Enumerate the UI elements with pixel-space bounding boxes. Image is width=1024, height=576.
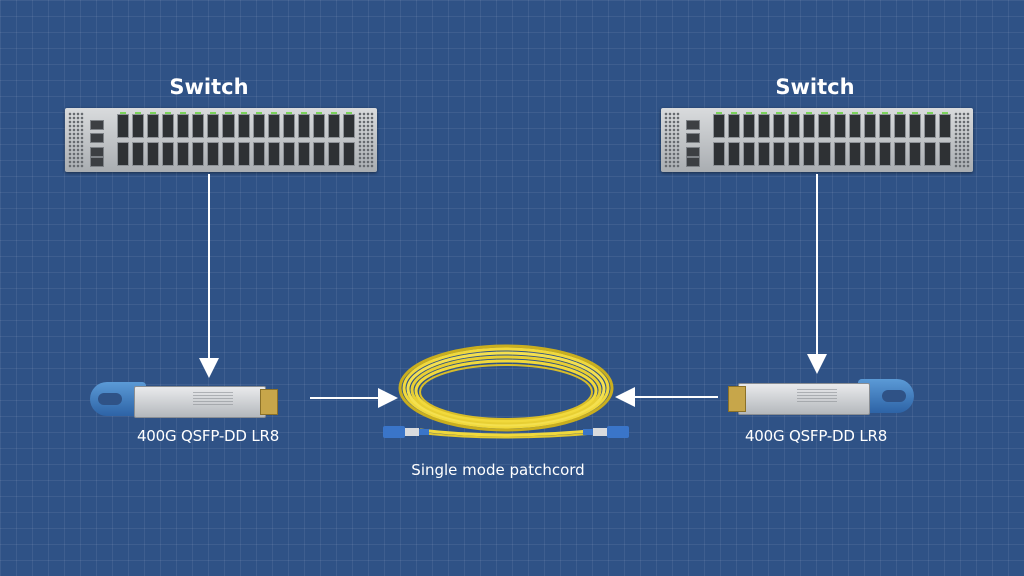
lc-connector-right [583, 426, 629, 438]
switch-port [938, 112, 951, 138]
vent-grille [664, 112, 680, 168]
switch-port [878, 112, 891, 138]
switch-port [327, 112, 340, 138]
port-row-top [713, 112, 951, 138]
switch-port [297, 112, 310, 138]
switch-port [743, 112, 756, 138]
port-row-bottom [713, 142, 951, 166]
port-row-top [117, 112, 355, 138]
switch-port [147, 112, 160, 138]
switch-port [312, 142, 325, 166]
switch-port [342, 142, 355, 166]
switch-port [818, 142, 831, 166]
switch-port [192, 112, 205, 138]
switch-port [252, 142, 265, 166]
port-array [117, 112, 355, 166]
switch-port [728, 112, 741, 138]
switch-port [938, 142, 951, 166]
port-array [713, 112, 951, 166]
switch-port [788, 112, 801, 138]
switch-port [713, 142, 726, 166]
lc-connector-left [383, 426, 429, 438]
edge-connector [260, 389, 278, 415]
switch-port [908, 112, 921, 138]
switch-port [117, 142, 130, 166]
vent-grille [68, 112, 84, 168]
module-housing [738, 383, 870, 415]
switch-port [237, 142, 250, 166]
switch-port [192, 142, 205, 166]
switch-port [177, 142, 190, 166]
switch-port [282, 142, 295, 166]
switch-port [788, 142, 801, 166]
left-switch [65, 108, 377, 172]
switch-port [162, 142, 175, 166]
switch-port [252, 112, 265, 138]
switch-port [848, 112, 861, 138]
right-switch-title: Switch [775, 75, 855, 99]
right-switch [661, 108, 973, 172]
switch-port [237, 112, 250, 138]
switch-port [758, 112, 771, 138]
switch-port [803, 142, 816, 166]
switch-port [863, 112, 876, 138]
switch-port [893, 142, 906, 166]
switch-port [132, 112, 145, 138]
right-transceiver-module [724, 375, 914, 421]
switch-port [878, 142, 891, 166]
switch-port [162, 112, 175, 138]
switch-port [297, 142, 310, 166]
switch-port [222, 112, 235, 138]
switch-port [222, 142, 235, 166]
right-module-caption: 400G QSFP-DD LR8 [744, 427, 888, 445]
switch-port [923, 112, 936, 138]
management-ports [683, 114, 709, 167]
switch-port [267, 112, 280, 138]
switch-port [923, 142, 936, 166]
switch-port [282, 112, 295, 138]
switch-port [803, 112, 816, 138]
left-transceiver-module [90, 378, 280, 424]
vent-grille [954, 112, 970, 168]
switch-port [713, 112, 726, 138]
switch-port [908, 142, 921, 166]
switch-port [327, 142, 340, 166]
switch-port [342, 112, 355, 138]
switch-port [758, 142, 771, 166]
port-row-bottom [117, 142, 355, 166]
vent-grille [358, 112, 374, 168]
switch-port [312, 112, 325, 138]
switch-port [848, 142, 861, 166]
switch-port [833, 142, 846, 166]
switch-port [728, 142, 741, 166]
switch-port [833, 112, 846, 138]
switch-port [743, 142, 756, 166]
switch-port [132, 142, 145, 166]
left-module-caption: 400G QSFP-DD LR8 [136, 427, 280, 445]
switch-port [818, 112, 831, 138]
patchcord-coil [398, 344, 614, 439]
edge-connector [728, 386, 746, 412]
switch-port [207, 142, 220, 166]
switch-port [773, 142, 786, 166]
patchcord-caption: Single mode patchcord [411, 461, 585, 479]
module-housing [134, 386, 266, 418]
switch-port [863, 142, 876, 166]
switch-port [147, 142, 160, 166]
switch-port [893, 112, 906, 138]
switch-port [773, 112, 786, 138]
management-ports [87, 114, 113, 167]
left-switch-title: Switch [169, 75, 249, 99]
switch-port [117, 112, 130, 138]
switch-port [207, 112, 220, 138]
switch-port [177, 112, 190, 138]
switch-port [267, 142, 280, 166]
